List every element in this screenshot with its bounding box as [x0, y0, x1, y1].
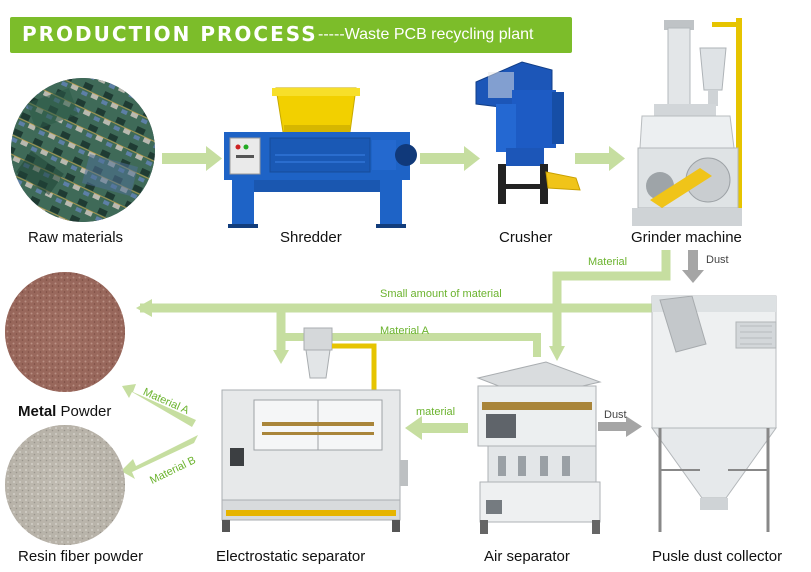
raw-materials-image — [11, 78, 155, 222]
label-electrostatic: Electrostatic separator — [216, 548, 366, 565]
header-banner — [10, 17, 572, 53]
page-subtitle: -----Waste PCB recycling plant — [318, 26, 534, 43]
air-separator-machine — [476, 361, 602, 534]
arrow-material-b-diag — [121, 435, 198, 479]
metal-powder-image — [5, 272, 125, 392]
arrow-material-a-diag — [122, 384, 196, 427]
flow-material: Material — [588, 256, 628, 268]
arrow-air-dust — [598, 416, 642, 437]
arrow-grinder-dust — [682, 250, 704, 283]
electrostatic-separator-machine — [221, 327, 408, 532]
arrow-material-a-air-to-es — [283, 333, 541, 357]
arrow-air-to-electrostatic — [405, 416, 468, 440]
label-dust-collector: Pusle dust collector — [652, 548, 783, 565]
label-crusher: Crusher — [499, 229, 553, 246]
arrow-raw-to-shredder — [162, 146, 222, 171]
resin-powder-image — [5, 425, 125, 545]
shredder-machine — [224, 87, 417, 228]
flow-material-a-mid: Material A — [380, 325, 429, 337]
arrow-shredder-to-crusher — [420, 146, 480, 171]
flow-material-lower: material — [416, 406, 456, 418]
page-title: PRODUCTION PROCESS — [22, 22, 318, 46]
arrow-crusher-to-grinder — [575, 146, 625, 171]
label-raw-materials: Raw materials — [28, 229, 124, 246]
label-metal-rest: Powder — [56, 403, 112, 420]
label-shredder: Shredder — [280, 229, 342, 246]
grinder-machine — [632, 18, 742, 226]
dust-collector-machine — [651, 295, 777, 532]
label-metal-bold: Metal — [18, 403, 57, 420]
label-metal-powder: Metal Powder — [18, 403, 111, 420]
label-air-separator: Air separator — [484, 548, 570, 565]
flow-dust-top: Dust — [706, 254, 729, 266]
arrow-small-amount — [136, 299, 652, 364]
flow-small-amount: Small amount of material — [380, 288, 502, 300]
label-resin-powder: Resin fiber powder — [18, 548, 144, 565]
flow-dust-lower: Dust — [604, 409, 627, 421]
crusher-machine — [475, 61, 581, 204]
arrow-grinder-to-air — [549, 250, 671, 361]
label-grinder: Grinder machine — [631, 229, 742, 246]
